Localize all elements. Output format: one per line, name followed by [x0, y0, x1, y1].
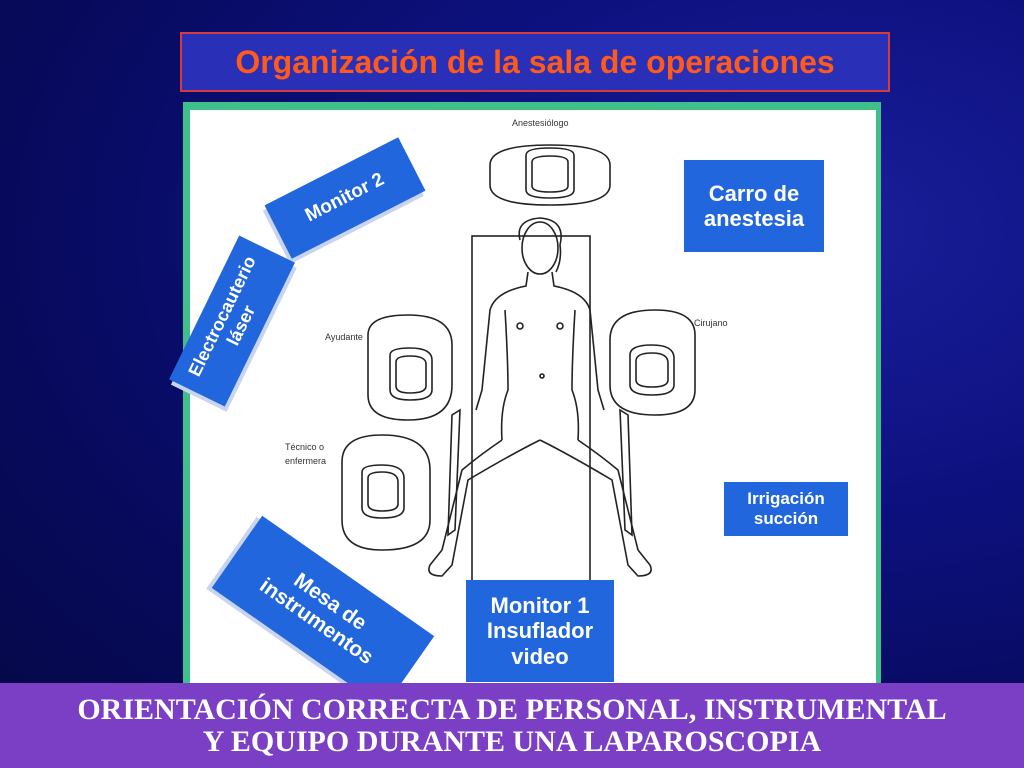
- patient-figure: [428, 217, 652, 577]
- leg-support-left: [447, 408, 461, 537]
- label-tecnico-line2: enfermera: [285, 456, 327, 466]
- monitor-1-box: Monitor 1 Insuflador video: [466, 580, 614, 682]
- monitor-1-label-line1: Monitor 1: [490, 593, 590, 619]
- monitor-1-label-line3: video: [511, 643, 569, 669]
- operating-room-drawing: [341, 144, 696, 582]
- carro-anestesia-box: Carro de anestesia: [684, 160, 824, 252]
- footer-line-1: ORIENTACIÓN CORRECTA DE PERSONAL, INSTRU…: [77, 693, 947, 726]
- nurse-figure: [341, 434, 431, 551]
- irrigacion-label-line1: Irrigación: [747, 489, 825, 509]
- label-cirujano: Cirujano: [694, 318, 728, 328]
- leg-support-right: [619, 408, 633, 537]
- irrigacion-box: Irrigación succión: [724, 482, 848, 536]
- irrigacion-label-line2: succión: [753, 509, 819, 528]
- label-tecnico-line1: Técnico o: [285, 442, 325, 452]
- monitor-1-label-line2: Insuflador: [486, 618, 594, 644]
- surgeon-figure: [609, 309, 696, 416]
- operating-table: [471, 235, 591, 582]
- footer-banner: ORIENTACIÓN CORRECTA DE PERSONAL, INSTRU…: [0, 683, 1024, 768]
- assistant-figure: [367, 314, 453, 421]
- carro-label-line2: anestesia: [703, 206, 805, 231]
- carro-label-line1: Carro de: [708, 180, 800, 206]
- label-anestesiologo: Anestesiólogo: [512, 118, 569, 128]
- footer-line-2: Y EQUIPO DURANTE UNA LAPAROSCOPIA: [202, 724, 822, 758]
- slide-title: Organización de la sala de operaciones: [235, 43, 835, 80]
- title-box: Organización de la sala de operaciones: [180, 32, 890, 92]
- label-ayudante: Ayudante: [325, 332, 363, 342]
- anesthesiologist-figure: [489, 144, 611, 206]
- footer-text: ORIENTACIÓN CORRECTA DE PERSONAL, INSTRU…: [77, 694, 946, 757]
